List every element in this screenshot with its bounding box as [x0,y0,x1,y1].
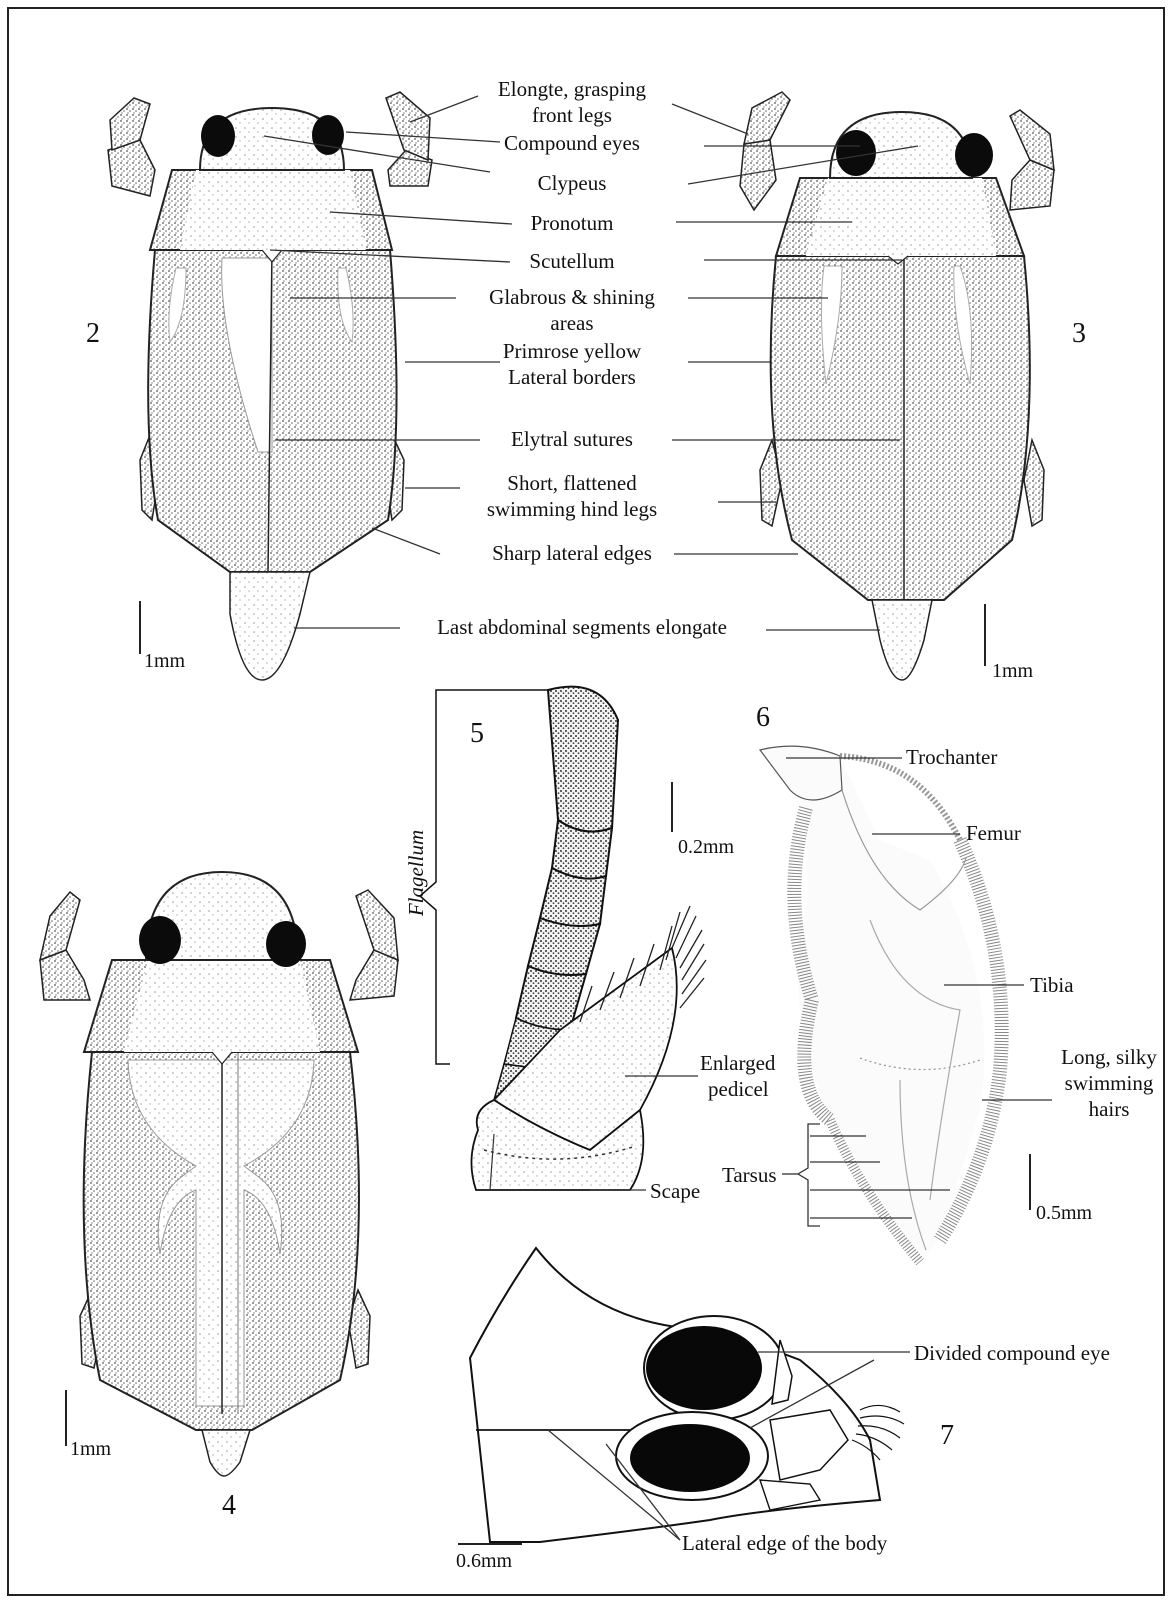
scale-bar-fig3: 1mm [992,660,1033,683]
scale-bar-fig6: 0.5mm [1036,1202,1092,1225]
figure-7-head-lateral [458,1248,910,1544]
figure-number-6: 6 [756,702,770,734]
label-front-legs-line2: front legs [472,102,672,128]
label-scape: Scape [650,1178,700,1204]
figure-4-dorsal-view [40,872,398,1476]
scale-bar-fig4: 1mm [70,1438,111,1461]
label-scutellum: Scutellum [472,248,672,274]
label-hairs-line2: swimming [1054,1070,1164,1096]
label-lateral-edge-of-body: Lateral edge of the body [682,1530,887,1556]
label-pedicel-line2: pedicel [708,1076,769,1102]
figure-3-dorsal-view [672,92,1054,680]
label-hairs-line1: Long, silky [1054,1044,1164,1070]
scale-bar-fig7: 0.6mm [456,1550,512,1573]
label-trochanter: Trochanter [906,744,997,770]
label-front-legs-line1: Elongte, grasping [472,76,672,102]
label-glabrous-line1: Glabrous & shining [472,284,672,310]
label-primrose-line2: Lateral borders [472,364,672,390]
figure-number-2: 2 [86,318,100,350]
figure-number-3: 3 [1072,318,1086,350]
label-last-abdominal-segments: Last abdominal segments elongate [402,614,762,640]
label-clypeus: Clypeus [472,170,672,196]
label-primrose-line1: Primrose yellow [472,338,672,364]
label-compound-eyes: Compound eyes [472,130,672,156]
label-pedicel-line1: Enlarged [700,1050,775,1076]
label-hairs-line3: hairs [1054,1096,1164,1122]
label-elytral-sutures: Elytral sutures [472,426,672,452]
figure-2-dorsal-view [108,92,512,680]
label-hind-legs-line2: swimming hind legs [462,496,682,522]
scale-bar-fig5: 0.2mm [678,836,734,859]
label-divided-compound-eye: Divided compound eye [914,1340,1110,1366]
label-hind-legs-line1: Short, flattened [462,470,682,496]
label-flagellum: Flagellum [403,823,429,923]
label-tibia: Tibia [1030,972,1074,998]
label-pronotum: Pronotum [472,210,672,236]
label-tarsus: Tarsus [722,1162,777,1188]
scale-bar-fig2: 1mm [144,650,185,673]
label-sharp-lateral-edges: Sharp lateral edges [452,540,692,566]
figure-number-4: 4 [222,1490,236,1522]
figure-number-7: 7 [940,1420,954,1452]
label-glabrous-line2: areas [472,310,672,336]
label-femur: Femur [966,820,1021,846]
figure-number-5: 5 [470,718,484,750]
figure-5-antenna [420,687,706,1190]
